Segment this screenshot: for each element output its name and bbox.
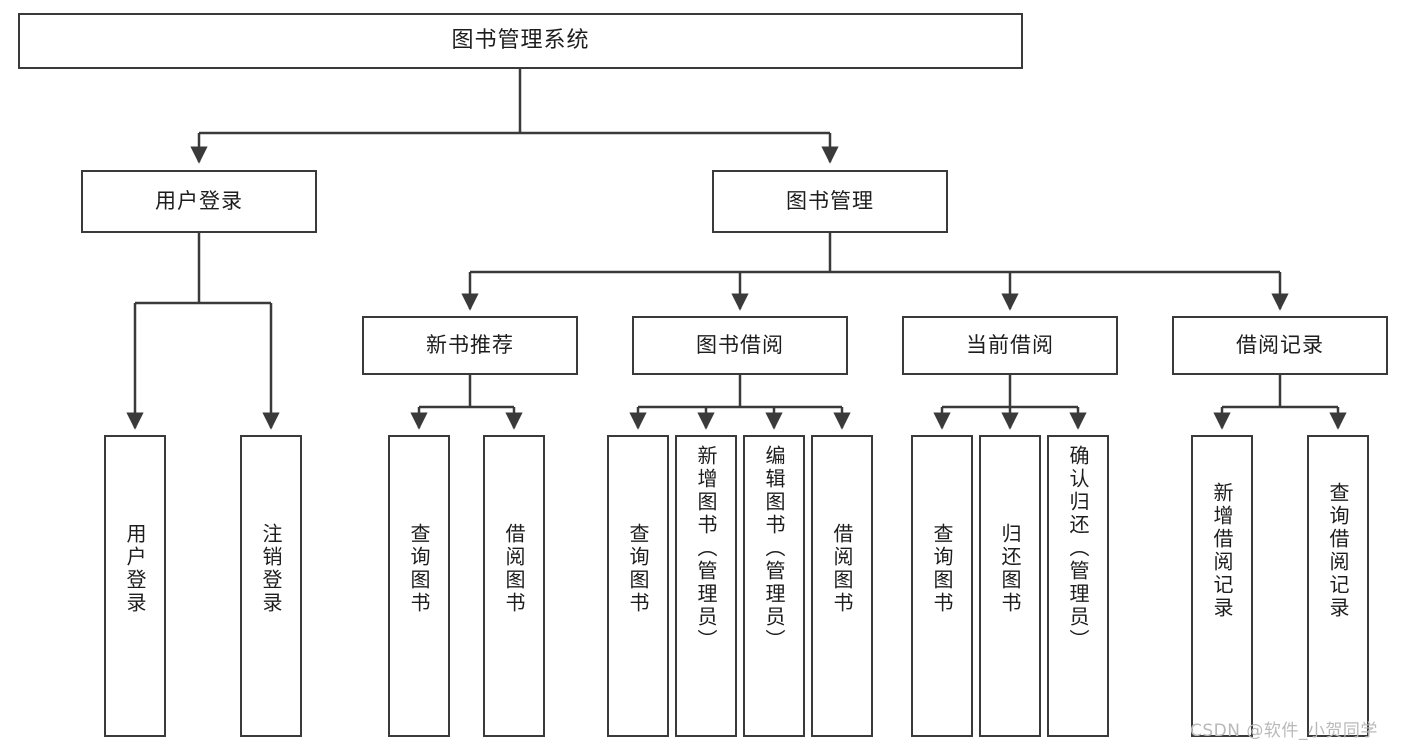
leaf-current-borrow-return-book[interactable]: 归还图书 [979, 435, 1041, 737]
leaf-book-borrow-borrow-book[interactable]: 借阅图书 [811, 435, 873, 737]
leaf-current-borrow-confirm-return-admin[interactable]: 确认归还（管理员） [1047, 435, 1109, 737]
leaf-label: 查询图书 [626, 523, 650, 615]
node-book-management-system[interactable]: 图书管理系统 [18, 13, 1023, 69]
leaf-new-book-query-book[interactable]: 查询图书 [388, 435, 450, 737]
node-new-book-recommend[interactable]: 新书推荐 [362, 316, 578, 375]
node-label: 图书管理系统 [451, 27, 590, 53]
node-label: 当前借阅 [966, 332, 1054, 357]
leaf-label: 归还图书 [998, 523, 1022, 615]
leaf-label: 查询图书 [407, 523, 431, 615]
leaf-book-borrow-add-book-admin[interactable]: 新增图书（管理员） [675, 435, 737, 737]
leaf-label: 新增图书（管理员） [694, 445, 718, 652]
node-label: 图书管理 [786, 188, 874, 213]
leaf-current-borrow-query-book[interactable]: 查询图书 [911, 435, 973, 737]
node-label: 借阅记录 [1236, 332, 1324, 357]
leaf-label: 查询图书 [930, 523, 954, 615]
node-book-borrow[interactable]: 图书借阅 [632, 316, 848, 375]
leaf-borrow-record-query-record[interactable]: 查询借阅记录 [1307, 435, 1369, 737]
node-label: 新书推荐 [426, 332, 514, 357]
leaf-borrow-record-add-record[interactable]: 新增借阅记录 [1191, 435, 1253, 737]
leaf-user-login-login[interactable]: 用户登录 [104, 435, 166, 737]
node-label: 用户登录 [155, 188, 243, 213]
leaf-label: 查询借阅记录 [1326, 482, 1350, 620]
leaf-label: 新增借阅记录 [1210, 482, 1234, 620]
node-user-login[interactable]: 用户登录 [81, 170, 317, 233]
node-book-management[interactable]: 图书管理 [712, 170, 948, 233]
leaf-label: 借阅图书 [830, 523, 854, 615]
leaf-label: 用户登录 [123, 523, 147, 615]
leaf-label: 注销登录 [259, 523, 283, 615]
leaf-label: 确认归还（管理员） [1066, 445, 1090, 652]
leaf-label: 借阅图书 [502, 523, 526, 615]
leaf-new-book-borrow-book[interactable]: 借阅图书 [483, 435, 545, 737]
leaf-book-borrow-query-book[interactable]: 查询图书 [607, 435, 669, 737]
node-label: 图书借阅 [696, 332, 784, 357]
csdn-watermark: CSDN @软件_小贺同学 [1190, 721, 1378, 741]
leaf-user-login-logout[interactable]: 注销登录 [240, 435, 302, 737]
node-borrow-record[interactable]: 借阅记录 [1172, 316, 1388, 375]
leaf-label: 编辑图书（管理员） [762, 445, 786, 652]
node-current-borrow[interactable]: 当前借阅 [902, 316, 1118, 375]
leaf-book-borrow-edit-book-admin[interactable]: 编辑图书（管理员） [743, 435, 805, 737]
